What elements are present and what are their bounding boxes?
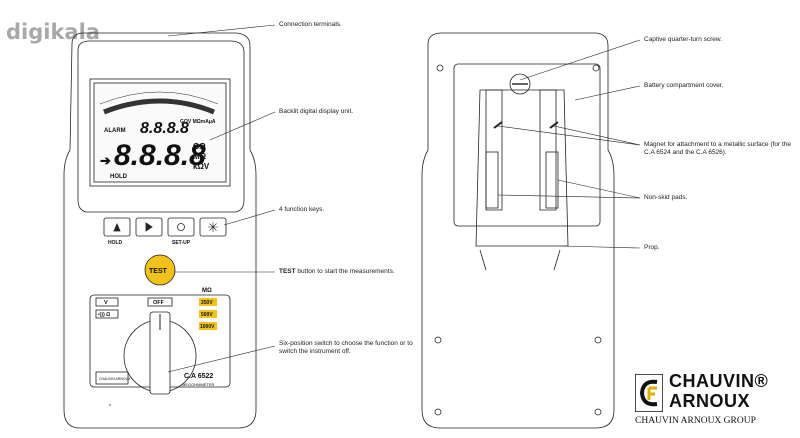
prop-right-rail: [539, 89, 557, 211]
front-brand-plate: [95, 371, 129, 385]
battery-cover: [453, 63, 601, 227]
annotation-battery: Battery compartment cover.: [644, 82, 724, 89]
test-button-label: TEST: [149, 268, 168, 275]
leader-magnet-right: [553, 125, 641, 146]
lcd-secondary-units: GΩV MΩmAμA: [180, 119, 216, 125]
logo-line2: ARNOUX: [669, 391, 751, 411]
prop-body: [475, 89, 569, 247]
test-button: [144, 254, 176, 286]
key-right-button: [135, 217, 163, 237]
screw-hole-top-left: [436, 64, 444, 72]
key-hold-button: [103, 217, 131, 237]
annotation-pads: Non-skid pads.: [644, 194, 688, 201]
lcd-screen: [93, 82, 227, 183]
leader-switch: [167, 345, 276, 373]
annotation-connection: Connection terminals.: [279, 21, 342, 28]
leader-prop: [561, 245, 641, 249]
annotation-switch: Six-position switch to choose the functi…: [279, 340, 413, 355]
key-hold-label: HOLD: [108, 240, 123, 246]
magnet-icon: [493, 121, 559, 129]
range-1000v-highlight: [199, 322, 217, 330]
screw-hole-bottom-left: [434, 408, 442, 416]
power-icon: [177, 223, 185, 231]
triangle-right-icon: [145, 222, 153, 232]
front-brand-small: CHAUVIN ARNOUX: [99, 377, 131, 381]
ca-logo-icon: [635, 374, 663, 412]
key-light-button: [199, 217, 227, 237]
annotation-screw: Captive quarter-turn screw.: [644, 36, 723, 43]
annotation-magnet: Magnet for attachment to a metallic surf…: [644, 141, 792, 156]
screw-hole-mid-right: [594, 336, 602, 344]
range-unit-label: MΩ: [202, 288, 212, 294]
key-setup-button: [167, 217, 195, 237]
lcd-unit-g: GΩ: [193, 142, 206, 151]
range-ohm-box: [95, 309, 119, 319]
leader-screw: [519, 39, 641, 81]
lcd-unit-m: MΩ: [193, 152, 207, 161]
lcd-secondary-digits: 8.8.8.8: [140, 120, 189, 137]
watermark-logo: digikala: [6, 20, 100, 44]
annotation-test-text: button to start the measurements.: [295, 268, 395, 275]
lcd-main-digits: 8.8.8.8: [114, 139, 206, 172]
model-subtitle: MEGOHMMETER: [182, 382, 215, 387]
lcd-frame: [89, 78, 231, 187]
callout-lines: [167, 24, 641, 373]
device-back: [421, 32, 615, 429]
range-250v-label: 250V: [201, 300, 213, 306]
rotary-knob: [149, 311, 171, 395]
light-icon: [208, 222, 218, 232]
range-v-label: V: [104, 300, 108, 306]
range-ohm-label: •))) Ω: [98, 312, 110, 318]
lcd-arrow: ➔: [100, 153, 111, 168]
key-setup-label: SET-UP: [172, 240, 191, 246]
range-off-box: [147, 297, 173, 307]
range-500v-label: 500V: [201, 312, 213, 318]
range-v-box: [95, 297, 119, 307]
screw-hole-bottom-right: [594, 408, 602, 416]
leader-pads-right: [557, 179, 641, 199]
back-body-outline: [421, 32, 615, 429]
bargraph-arc: [103, 98, 215, 115]
logo-group: CHAUVIN ARNOUX GROUP: [635, 416, 756, 426]
range-500v-highlight: [199, 310, 217, 318]
annotation-test: TEST button to start the measurements.: [279, 268, 395, 276]
logo-line1: CHAUVIN®: [669, 371, 769, 391]
prop-left-rail: [485, 89, 503, 211]
device-front-text: ALARM 8.8.8.8 GΩV MΩmAμA ➔ 8.8.8.8 GΩ MΩ…: [98, 119, 216, 387]
range-250v-highlight: [199, 298, 217, 306]
range-1000v-label: 1000V: [200, 324, 215, 330]
front-panel: [77, 40, 245, 213]
lcd-alarm: ALARM: [104, 128, 126, 134]
model-label: C.A 6522: [184, 373, 213, 380]
chauvin-arnoux-logo: CHAUVIN® ARNOUX CHAUVIN ARNOUX GROUP: [633, 370, 793, 430]
annotation-test-bold: TEST: [279, 268, 296, 275]
lcd-hold: HOLD: [110, 174, 128, 180]
leader-keys: [223, 209, 276, 226]
annotation-keys: 4 function keys.: [279, 206, 325, 213]
prop-feet: [479, 249, 561, 271]
captive-screw: [509, 73, 531, 95]
leader-display: [209, 111, 276, 141]
triangle-up-icon: [113, 222, 121, 232]
screw-hole-top-right: [592, 64, 600, 72]
leader-battery: [574, 85, 641, 101]
bargraph-scale: [99, 91, 219, 105]
front-body-outline: [63, 32, 257, 429]
screw-hole-mid-left: [434, 336, 442, 344]
annotation-prop: Prop.: [644, 244, 660, 251]
leader-connection: [167, 24, 276, 37]
annotation-display: Backlit digital display unit.: [279, 108, 354, 115]
range-off-label: OFF: [153, 300, 165, 306]
non-skid-pad-left: [485, 151, 499, 209]
lcd-unit-k: kΩV: [193, 162, 210, 171]
device-front: [63, 32, 257, 429]
leader-magnet-left: [497, 125, 641, 146]
leader-pads-left: [497, 194, 641, 199]
